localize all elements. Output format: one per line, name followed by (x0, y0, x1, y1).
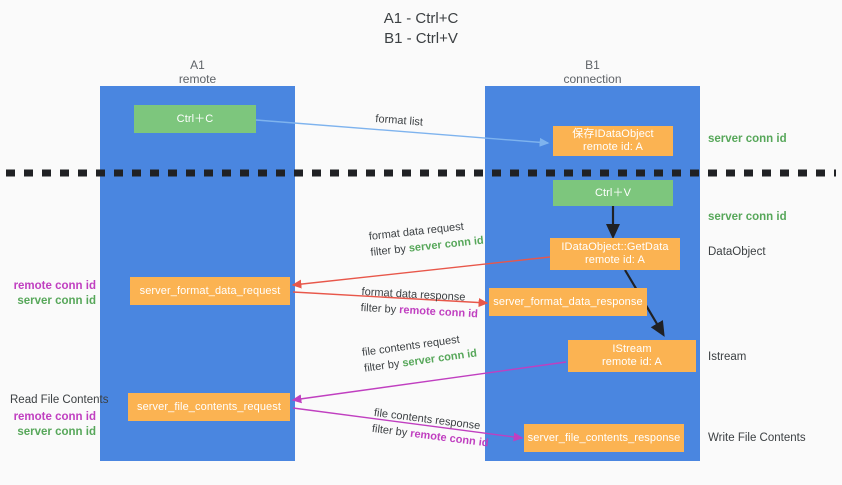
filter-prefix: filter by (363, 357, 404, 375)
node-ctrl-c[interactable]: Ctrl＋C (134, 105, 256, 133)
label-dataobject: DataObject (708, 246, 766, 258)
node-server-file-contents-request[interactable]: server_file_contents_request (128, 393, 290, 421)
edge-label-format-data-response: format data response filter by remote co… (360, 284, 479, 322)
node-server-file-contents-response[interactable]: server_file_contents_response (524, 424, 684, 452)
label-format-server-conn-id: server conn id (17, 295, 96, 307)
label-istream: Istream (708, 351, 747, 363)
column-header-a1: A1 remote (178, 58, 217, 86)
page-title: A1 - Ctrl+C B1 - Ctrl+V (383, 10, 459, 47)
label-format-conn-ids: remote conn id server conn id (10, 279, 96, 309)
label-read-file-contents: Read File Contents (10, 394, 109, 406)
label-write-file-contents: Write File Contents (708, 432, 806, 444)
label-file-remote-conn-id: remote conn id (13, 411, 96, 423)
label-format-remote-conn-id: remote conn id (13, 280, 96, 292)
filter-prefix: filter by (360, 301, 400, 317)
node-save-idataobject[interactable]: 保存IDataObject remote id: A (553, 126, 673, 156)
node-ctrl-v[interactable]: Ctrl＋V (553, 180, 673, 206)
label-file-conn-ids: remote conn id server conn id (10, 410, 96, 440)
filter-prefix: filter by (371, 422, 411, 440)
label-file-server-conn-id: server conn id (17, 426, 96, 438)
node-server-format-data-request[interactable]: server_format_data_request (130, 277, 290, 305)
edge-label-format-list-text: format list (374, 112, 424, 129)
node-server-format-data-response[interactable]: server_format_data_response (489, 288, 647, 316)
node-idataobject-getdata[interactable]: IDataObject::GetData remote id: A (550, 238, 680, 270)
edge-label-file-contents-response: file contents response filter by remote … (371, 405, 491, 451)
node-istream[interactable]: IStream remote id: A (568, 340, 696, 372)
filter-prefix: filter by (369, 242, 410, 259)
label-server-conn-id-top: server conn id (708, 133, 787, 145)
column-header-b1: B1 connection (563, 58, 622, 86)
edge-label-format-list: format list (375, 111, 424, 131)
edge-label-format-data-request: format data request filter by server con… (368, 217, 485, 261)
edge-label-file-contents-request: file contents request filter by server c… (361, 330, 478, 377)
label-server-conn-id-second: server conn id (708, 211, 787, 223)
filter-value-remote-conn-id: remote conn id (398, 304, 479, 321)
